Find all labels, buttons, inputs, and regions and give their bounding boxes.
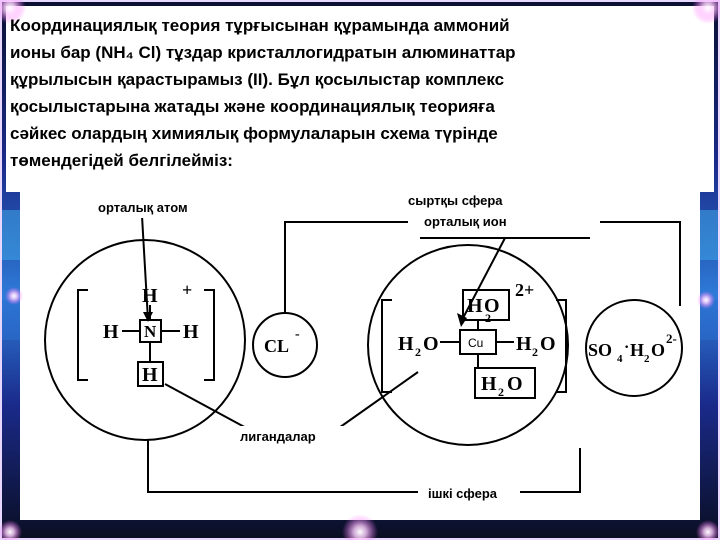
inner-sphere-line — [147, 440, 418, 493]
copper-right-h: H — [516, 333, 532, 355]
copper-charge: 2+ — [515, 280, 534, 300]
ammonium-charge: + — [182, 280, 192, 300]
outer-sphere-line-right — [600, 221, 681, 306]
ligands-label: лигандалар — [240, 429, 316, 444]
copper-top-o: O — [484, 295, 500, 317]
copper-top-box — [462, 289, 510, 321]
copper-bottom-h: H — [481, 373, 497, 395]
central-atom-arrowhead — [143, 312, 153, 322]
copper-bottom-o: O — [507, 373, 523, 395]
central-ion-arrowhead — [457, 313, 467, 327]
ligands-pointer-left — [164, 383, 251, 431]
copper-right-sub: 2 — [532, 345, 538, 359]
copper-top-sub: 2 — [485, 311, 491, 325]
sulfate-dot: · — [624, 339, 629, 356]
sulfate-h: H — [630, 340, 644, 360]
ammonium-n: N — [144, 322, 157, 341]
sulfate-sub4: 4 — [617, 353, 623, 365]
copper-left-sub: 2 — [415, 345, 421, 359]
copper-bottom-sub: 2 — [498, 385, 504, 399]
sulfate-o: O — [651, 340, 665, 360]
copper-left-o: O — [423, 333, 439, 355]
ammonium-h-left: H — [103, 321, 119, 343]
ligands-pointer-right — [335, 371, 419, 431]
ammonium-h-top: H — [142, 285, 158, 307]
copper-left-h: H — [398, 333, 414, 355]
copper-bottom-box — [474, 367, 536, 399]
central-ion-label: орталық ион — [424, 214, 507, 229]
ammonium-sphere — [44, 239, 246, 441]
copper-center: Cu — [468, 336, 483, 350]
sulfate-so: SO — [588, 340, 612, 360]
ammonium-h-right: H — [183, 321, 199, 343]
central-atom-label: орталық атом — [98, 200, 188, 215]
ammonium-center-box — [139, 319, 162, 343]
outer-sphere-line — [284, 221, 408, 313]
sulfate-sub2: 2 — [644, 353, 650, 365]
sulfate-charge: 2- — [666, 331, 677, 346]
ammonium-bottom-box — [137, 361, 164, 387]
slide-paragraph: Координациялық теория тұрғысынан құрамын… — [10, 16, 516, 170]
copper-bracket-right — [556, 299, 567, 393]
copper-top-h: H — [467, 295, 483, 317]
chloride-charge: - — [295, 327, 300, 342]
copper-bracket-left — [381, 299, 392, 393]
sulfate-sphere — [585, 299, 683, 397]
ammonium-h-bottom: H — [142, 364, 158, 386]
ammonium-bracket-left — [77, 289, 88, 381]
central-ion-pointer — [461, 237, 506, 321]
chloride-symbol: CL — [264, 336, 289, 356]
inner-sphere-label: ішкі сфера — [428, 486, 498, 501]
ammonium-bracket-right — [204, 289, 215, 381]
outer-sphere-label: сыртқы сфера — [408, 193, 503, 208]
inner-sphere-line-right — [520, 448, 581, 493]
copper-sphere — [367, 244, 569, 446]
copper-right-o: O — [540, 333, 556, 355]
